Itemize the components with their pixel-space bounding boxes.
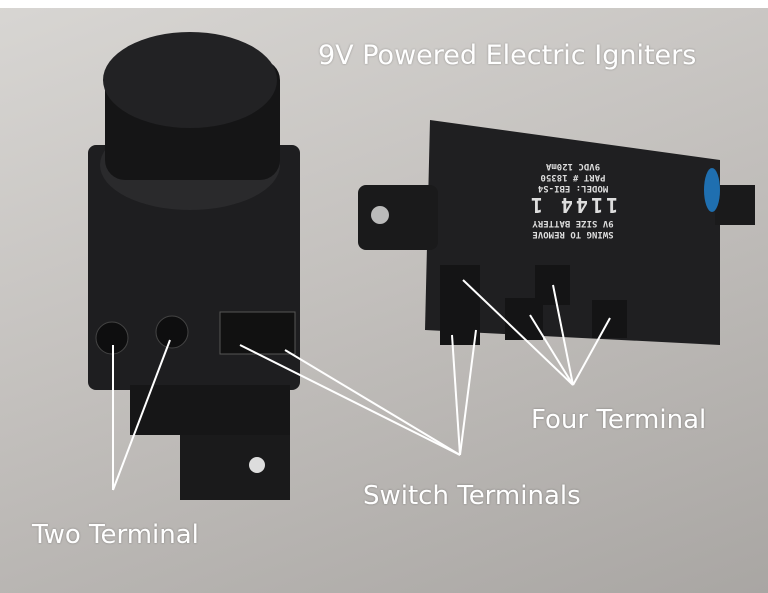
label-part: PART # 18350 <box>540 172 606 182</box>
arrow <box>112 339 171 491</box>
arrow <box>462 279 574 386</box>
image-title: 9V Powered Electric Igniters <box>318 40 697 71</box>
mounting-tab-left <box>358 185 438 250</box>
mount-hole <box>249 457 265 473</box>
arrow <box>552 284 574 386</box>
terminal <box>155 315 189 349</box>
two-terminal-label: Two Terminal <box>32 520 199 550</box>
mounting-tab <box>180 430 290 500</box>
switch-terminal-block <box>219 311 296 355</box>
terminal-housing <box>440 265 480 345</box>
top-border <box>0 0 768 8</box>
device-label: SWING TO REMOVE 9V SIZE BATTERY 1144 1 M… <box>498 160 648 239</box>
label-rating: 9VDC 120mA <box>545 161 601 171</box>
label-swing: SWING TO REMOVE <box>532 229 614 239</box>
switch-terminals-label: Switch Terminals <box>363 481 581 511</box>
annotation-arrows <box>112 279 611 491</box>
arrow <box>572 317 611 386</box>
label-battery: 9V SIZE BATTERY <box>532 218 614 228</box>
blue-insert <box>704 168 720 212</box>
arrow <box>239 344 461 456</box>
mounting-tab-right <box>715 185 755 225</box>
two-terminal-igniter <box>88 32 300 500</box>
four-terminal-igniter <box>358 120 755 345</box>
arrow <box>451 334 461 456</box>
four-terminal-label: Four Terminal <box>531 405 707 435</box>
arrow <box>529 314 574 386</box>
igniter-body <box>425 120 720 345</box>
arrow <box>459 329 477 456</box>
arrow <box>284 349 461 456</box>
label-number: 1144 1 <box>527 193 619 217</box>
label-model: MODEL: EBI-S4 <box>537 183 609 193</box>
terminal-housing <box>505 298 543 340</box>
mount-hole <box>371 206 389 224</box>
knob-top <box>103 32 277 128</box>
